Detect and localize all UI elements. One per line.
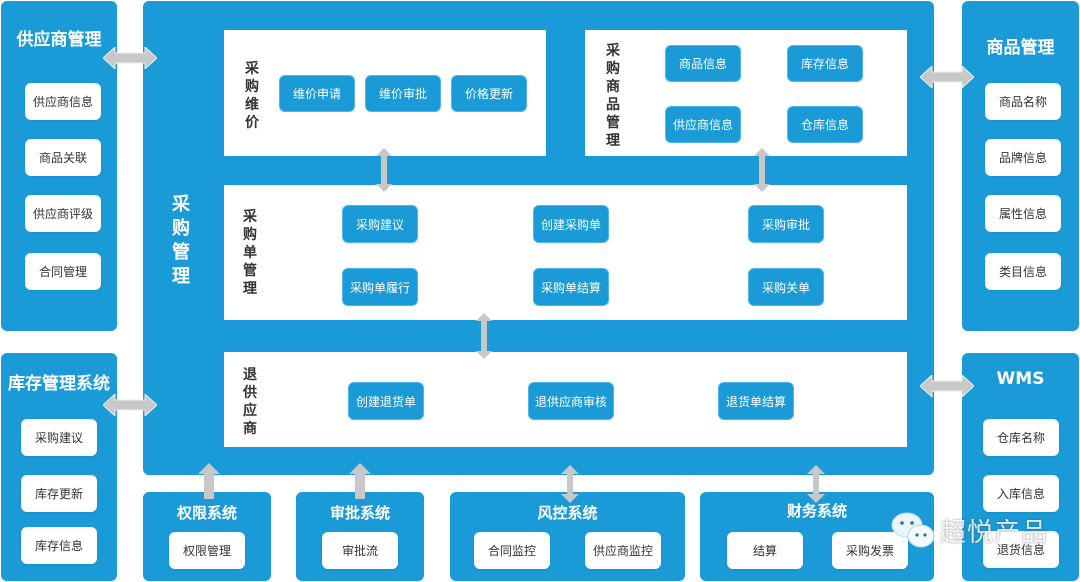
purchase-order-label: 采购单管理 (243, 209, 257, 297)
purchase-order-section: 采购单管理 采购建议 创建采购单 采购审批 采购单履行 采购单结算 采购关单 (224, 185, 907, 320)
price-to-order-arrow-icon (376, 148, 392, 192)
risk-control-title: 风控系统 (537, 504, 598, 522)
wms-double-arrow-icon (920, 375, 974, 397)
price-maintenance-section: 采购维价 维价申请 维价审批 价格更新 (224, 30, 546, 156)
warehouse-info-button[interactable]: 仓库信息 (787, 106, 863, 143)
supplier-info-button[interactable]: 供应商信息 (665, 106, 741, 143)
permission-system-title: 权限系统 (176, 504, 237, 522)
purchase-management-label: 采购管理 (172, 194, 190, 287)
approval-system-panel: 审批系统 审批流 (296, 492, 424, 581)
risk-double-arrow-icon (561, 465, 579, 503)
risk-control-panel: 风控系统 合同监控 供应商监控 (450, 492, 685, 581)
supplier-management-title: 供应商管理 (16, 30, 102, 50)
watermark: 超悦产品 (890, 510, 1048, 550)
return-supplier-review-button[interactable]: 退供应商审核 (528, 382, 614, 420)
purchase-fulfillment-button[interactable]: 采购单履行 (342, 268, 418, 306)
warehouse-name-item[interactable]: 仓库名称 (983, 419, 1059, 456)
create-purchase-order-button[interactable]: 创建采购单 (533, 205, 609, 243)
return-settlement-button[interactable]: 退货单结算 (718, 382, 794, 420)
supplier-double-arrow-icon (103, 47, 157, 69)
price-maintenance-label: 采购维价 (245, 61, 259, 131)
supplier-management-panel: 供应商管理 供应商信息 商品关联 供应商评级 合同管理 (1, 1, 117, 331)
price-update-button[interactable]: 价格更新 (451, 75, 527, 112)
purchase-invoice-item[interactable]: 采购发票 (832, 532, 908, 569)
purchase-suggestion-button[interactable]: 采购建议 (342, 205, 418, 243)
stock-info-button[interactable]: 库存信息 (787, 45, 863, 82)
category-info-item[interactable]: 类目信息 (985, 253, 1061, 290)
contract-monitoring-item[interactable]: 合同监控 (474, 532, 550, 569)
price-approval-button[interactable]: 维价审批 (365, 75, 441, 112)
wms-title: WMS (996, 369, 1045, 389)
attribute-info-item[interactable]: 属性信息 (985, 195, 1061, 232)
purchase-goods-section: 采购商品管理 商品信息 库存信息 供应商信息 仓库信息 (585, 30, 907, 156)
create-return-order-button[interactable]: 创建退货单 (348, 382, 424, 420)
approval-up-arrow-icon (349, 463, 371, 499)
inventory-update-item[interactable]: 库存更新 (21, 475, 97, 512)
approval-system-title: 审批系统 (329, 504, 390, 522)
purchase-goods-label: 采购商品管理 (606, 43, 620, 149)
watermark-text: 超悦产品 (940, 517, 1049, 548)
purchase-suggestion-item[interactable]: 采购建议 (21, 419, 97, 456)
supplier-monitoring-item[interactable]: 供应商监控 (585, 532, 661, 569)
return-supplier-section: 退供应商 创建退货单 退供应商审核 退货单结算 (224, 352, 907, 447)
supplier-rating-item[interactable]: 供应商评级 (25, 195, 101, 232)
price-request-button[interactable]: 维价申请 (279, 75, 355, 112)
return-supplier-label: 退供应商 (243, 367, 257, 437)
wechat-icon (891, 512, 935, 548)
inventory-double-arrow-icon (103, 394, 157, 416)
settlement-item[interactable]: 结算 (727, 532, 803, 569)
inventory-info-item[interactable]: 库存信息 (21, 527, 97, 564)
return-info-item[interactable]: 退货信息 (983, 531, 1059, 568)
finance-system-title: 财务系统 (786, 502, 847, 520)
product-association-item[interactable]: 商品关联 (25, 139, 101, 176)
product-management-title: 商品管理 (986, 38, 1055, 58)
purchase-approval-button[interactable]: 采购审批 (748, 205, 824, 243)
permission-system-panel: 权限系统 权限管理 (143, 492, 271, 581)
inbound-info-item[interactable]: 入库信息 (983, 475, 1059, 512)
product-double-arrow-icon (920, 66, 974, 88)
supplier-info-item[interactable]: 供应商信息 (25, 83, 101, 120)
order-to-return-arrow-icon (476, 313, 492, 359)
goods-to-order-arrow-icon (754, 148, 770, 192)
permission-management-item[interactable]: 权限管理 (169, 532, 245, 569)
contract-management-item[interactable]: 合同管理 (25, 253, 101, 290)
purchase-settlement-button[interactable]: 采购单结算 (533, 268, 609, 306)
product-management-panel: 商品管理 商品名称 品牌信息 属性信息 类目信息 (962, 1, 1079, 331)
permission-up-arrow-icon (198, 463, 220, 499)
brand-info-item[interactable]: 品牌信息 (985, 139, 1061, 176)
product-name-item[interactable]: 商品名称 (985, 83, 1061, 120)
goods-info-button[interactable]: 商品信息 (665, 45, 741, 82)
purchase-close-button[interactable]: 采购关单 (748, 268, 824, 306)
approval-flow-item[interactable]: 审批流 (322, 532, 398, 569)
inventory-system-panel: 库存管理系统 采购建议 库存更新 库存信息 (1, 353, 117, 581)
finance-double-arrow-icon (807, 465, 825, 503)
finance-system-panel: 财务系统 结算 采购发票 (700, 492, 934, 581)
wms-panel: WMS 仓库名称 入库信息 退货信息 (962, 353, 1079, 581)
inventory-system-title: 库存管理系统 (8, 374, 110, 394)
